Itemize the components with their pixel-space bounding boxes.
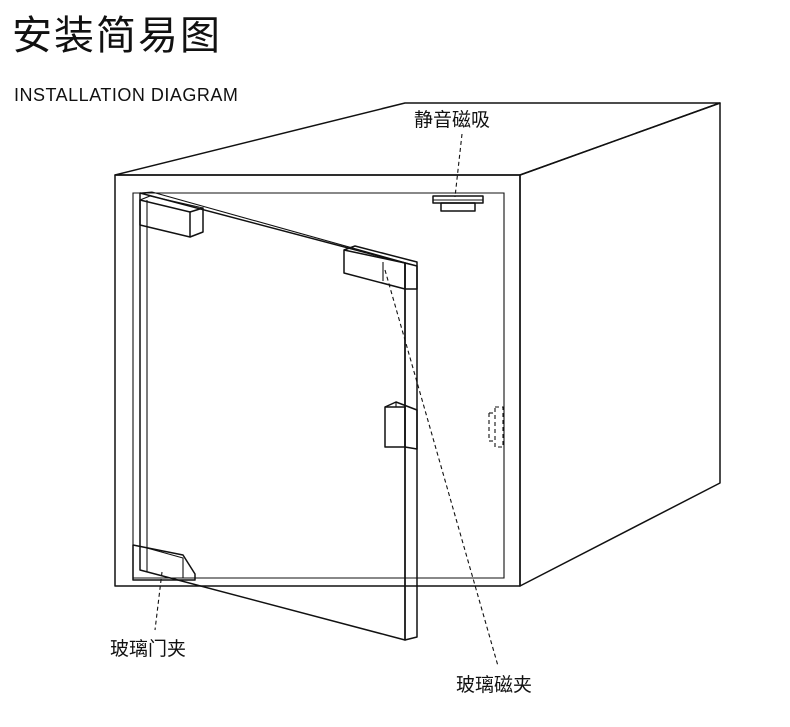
cabinet [114,102,721,587]
label-glass-magnetic-clamp: 玻璃磁夹 [456,674,533,696]
hidden-strike-plate [488,406,504,448]
diagram-title: 安装简易图 [12,13,222,59]
glass-door-clamp-bottom [132,544,196,581]
cabinet-side-face [519,102,721,587]
diagram-subtitle: INSTALLATION DIAGRAM [14,85,239,105]
cabinet-front-face [114,174,521,587]
label-silent-magnet: 静音磁吸 [414,109,491,131]
glass-door-edge [404,262,418,641]
glass-door-clamp-top [139,195,204,238]
leader-silent-magnet [454,133,463,198]
label-glass-door-clamp: 玻璃门夹 [110,638,187,660]
door-handle [384,401,418,450]
glass-magnetic-clamp [343,245,418,290]
leader-glass-door-clamp [154,571,163,631]
cabinet-opening [132,192,505,579]
glass-door [139,191,418,641]
glass-door-front [139,192,406,641]
leader-glass-magnetic-clamp [384,269,499,667]
silent-magnet [432,195,484,212]
leader-lines [154,133,499,667]
